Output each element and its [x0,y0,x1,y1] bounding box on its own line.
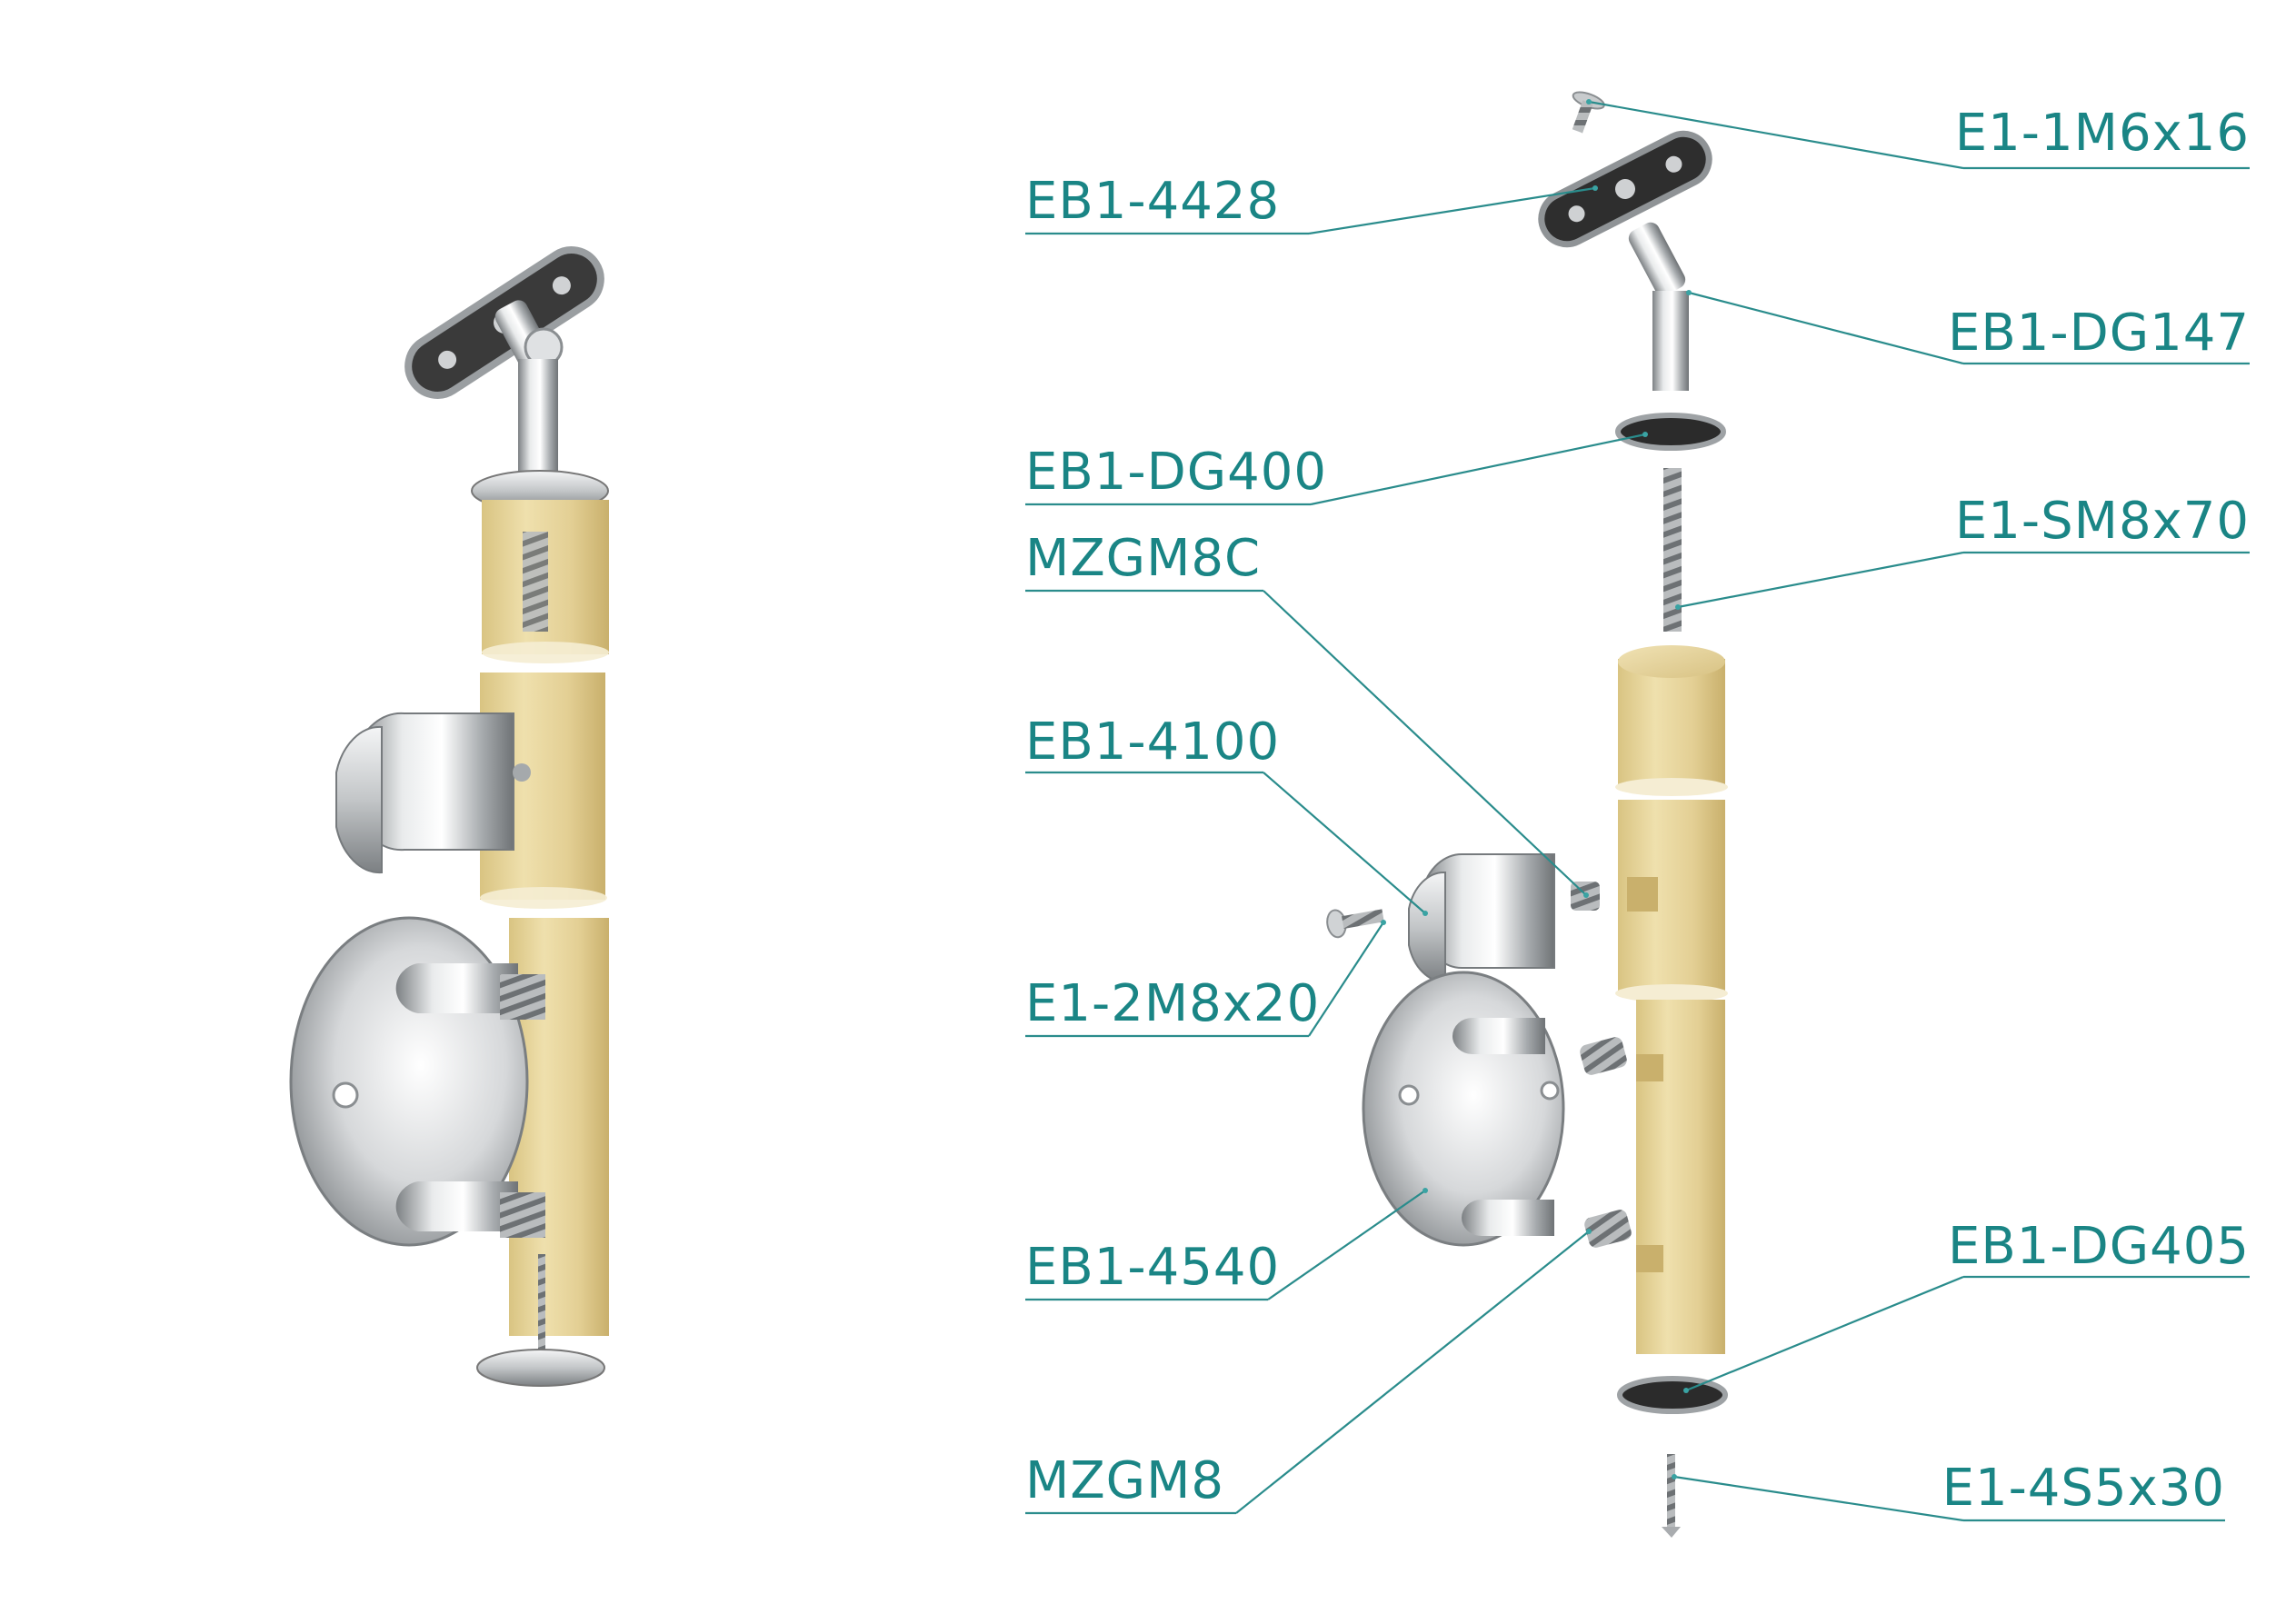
part-top-cap [1615,413,1726,451]
assembled-bottom-screw [538,1254,545,1354]
label-e1-1m6x16: E1-1M6x16 [1955,104,2250,163]
part-wall-plate [1362,971,1565,1247]
label-e1-sm8x70: E1-SM8x70 [1955,492,2250,551]
assembled-bottom-cap [476,1349,605,1387]
label-eb1-4428: EB1-4428 [1025,172,1280,231]
assembled-post [289,246,609,1387]
label-mzgm8c: MZGM8C [1025,529,1261,588]
part-arm [1628,222,1686,296]
label-mzgm8: MZGM8 [1025,1451,1224,1510]
label-e1-2m8x20: E1-2M8x20 [1025,974,1320,1033]
label-e1-4s5x30: E1-4S5x30 [1942,1459,2225,1518]
label-eb1-4100: EB1-4100 [1025,712,1280,772]
part-insert-lower-1 [1580,1037,1627,1075]
callout-labels: E1-1M6x16 EB1-4428 EB1-DG147 EB1-DG400 E… [1025,104,2250,1518]
part-clamp-bolt [1326,909,1384,939]
part-wood-lower [1636,1000,1725,1354]
label-eb1-4540: EB1-4540 [1025,1238,1280,1297]
part-wood-middle [1615,800,1728,1002]
assembled-glass-clamp [335,712,531,874]
part-glass-clamp [1408,852,1555,983]
label-eb1-dg147: EB1-DG147 [1948,304,2250,363]
part-hanger-bolt [1663,468,1682,632]
part-top-screw [1572,91,1605,134]
exploded-parts [1326,91,1728,1538]
label-eb1-dg400: EB1-DG400 [1025,443,1327,502]
label-eb1-dg405: EB1-DG405 [1948,1217,2250,1276]
part-tube [1652,291,1689,391]
assembled-wall-plate [289,916,545,1247]
part-bottom-cap [1617,1376,1728,1414]
callout-leaders [1025,99,2250,1522]
part-wood-upper [1615,645,1728,796]
part-insert-lower-2 [1584,1210,1632,1248]
part-saddle [1538,130,1712,248]
part-bottom-screw [1662,1454,1681,1538]
